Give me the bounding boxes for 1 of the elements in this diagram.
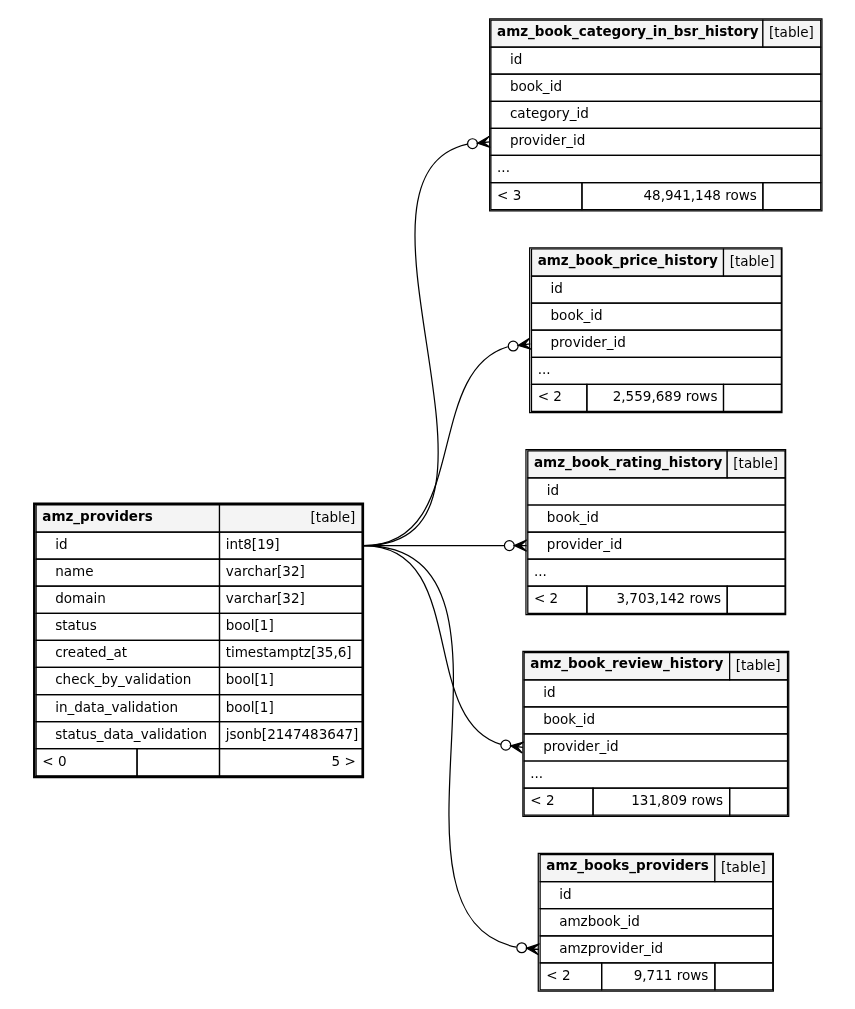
connector [362,544,540,955]
